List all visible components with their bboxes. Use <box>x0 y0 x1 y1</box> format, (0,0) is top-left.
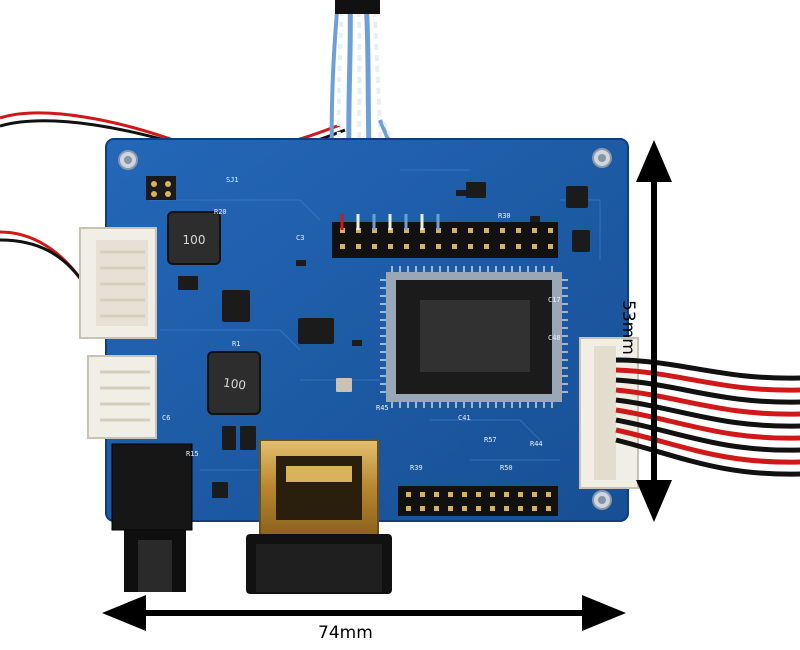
silk-ref: C6 <box>162 414 170 422</box>
main-controller-chip <box>380 266 568 408</box>
silk-ref: R57 <box>484 436 497 444</box>
silkscreen-labels: SJ1 R1 C3 R15 C17 R30 C41 R44 R50 C48 R5… <box>162 176 561 472</box>
silk-ref: C3 <box>296 234 304 242</box>
dc-barrel-jack <box>111 443 193 592</box>
silk-ref: R44 <box>530 440 543 448</box>
height-dimension-label: 53mm <box>618 300 638 355</box>
aux-connector <box>87 355 157 439</box>
width-dimension-arrow <box>102 595 626 631</box>
panel-ribbon-wires <box>615 357 800 477</box>
height-dimension-arrow <box>636 140 672 522</box>
inductor-marking: 100 <box>222 376 247 393</box>
inductor-bottom: 100 <box>207 351 261 415</box>
hdmi-connector <box>246 439 392 594</box>
small-ics <box>178 182 590 498</box>
silk-ref: R30 <box>498 212 511 220</box>
width-dimension-label: 74mm <box>318 623 373 643</box>
silk-ref: R15 <box>186 450 199 458</box>
inductor-marking: 100 <box>183 233 206 247</box>
silk-ref: C48 <box>548 334 561 342</box>
silk-ref: C41 <box>458 414 471 422</box>
gpio-header <box>398 486 558 516</box>
jumper-header <box>146 176 176 200</box>
silk-ref: R20 <box>214 208 227 216</box>
power-connector <box>79 227 157 339</box>
silk-ref: R50 <box>500 464 513 472</box>
silk-ref: R39 <box>410 464 423 472</box>
silk-ref: R45 <box>376 404 389 412</box>
silk-ref: R1 <box>232 340 240 348</box>
jumper-label: SJ1 <box>226 176 239 184</box>
mounting-holes <box>118 148 612 510</box>
lvds-header <box>332 214 558 258</box>
silk-ref: C17 <box>548 296 561 304</box>
inductor-top: 100 <box>167 211 221 265</box>
